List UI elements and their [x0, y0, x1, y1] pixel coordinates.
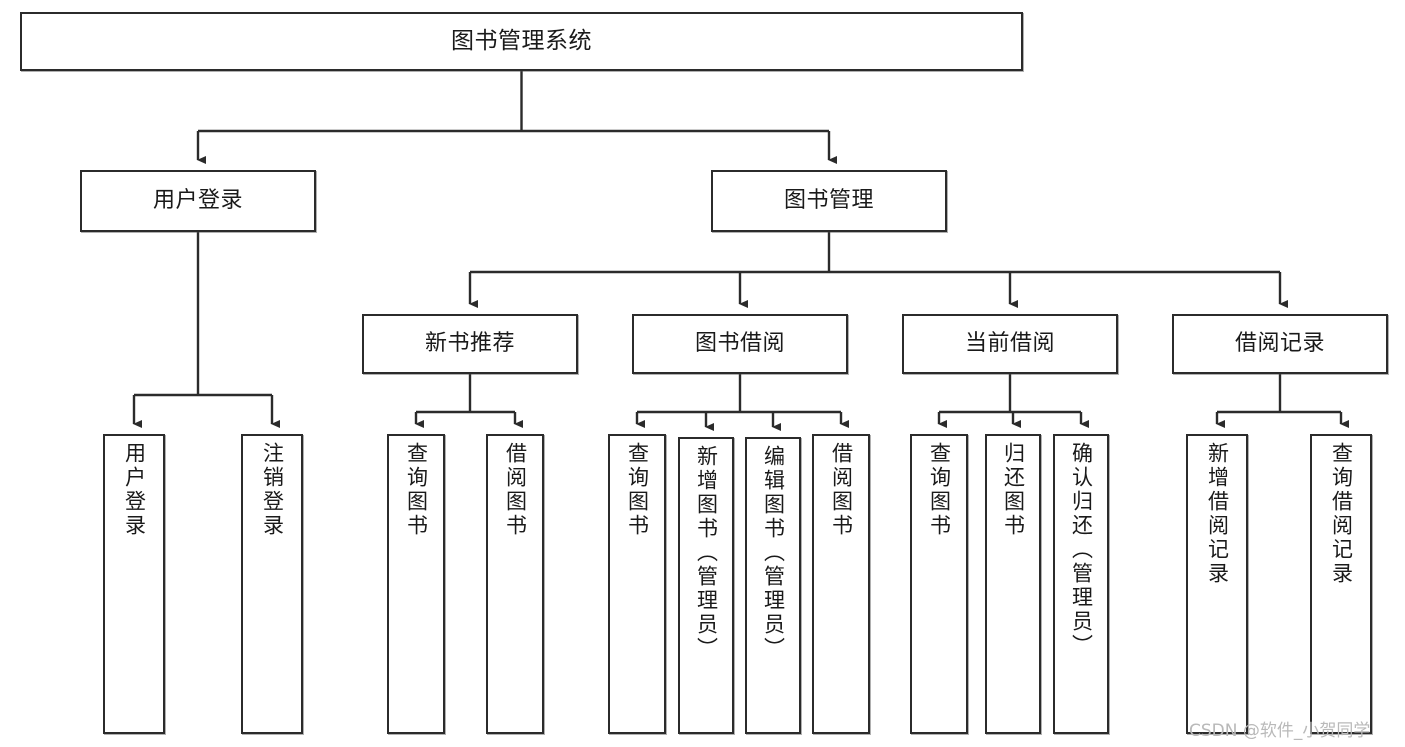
node-root-label: 图书管理系统: [451, 28, 592, 55]
node-leaf-borrow-book-2[interactable]: 借阅图书: [812, 434, 870, 734]
node-leaf-user-login[interactable]: 用户登录: [103, 434, 165, 734]
watermark-label: CSDN @软件_小贺同学: [1189, 721, 1371, 741]
node-leaf-edit-book-admin-label: 编辑图书（管理员）: [761, 445, 786, 661]
node-leaf-query-book-1-label: 查询图书: [404, 442, 429, 538]
node-leaf-borrow-book-1-label: 借阅图书: [503, 442, 528, 538]
node-book-management-label: 图书管理: [783, 187, 874, 213]
node-new-book-recommend[interactable]: 新书推荐: [362, 314, 578, 374]
node-leaf-add-book-admin[interactable]: 新增图书（管理员）: [678, 437, 734, 734]
node-leaf-return-book[interactable]: 归还图书: [985, 434, 1041, 734]
node-leaf-return-book-label: 归还图书: [1001, 442, 1026, 538]
node-book-management[interactable]: 图书管理: [711, 170, 947, 232]
node-leaf-query-borrow-record-label: 查询借阅记录: [1329, 442, 1354, 586]
node-leaf-user-login-label: 用户登录: [122, 442, 147, 538]
node-leaf-query-book-2[interactable]: 查询图书: [608, 434, 666, 734]
node-root[interactable]: 图书管理系统: [20, 12, 1023, 71]
node-leaf-add-borrow-record-label: 新增借阅记录: [1205, 442, 1230, 586]
node-leaf-logout-login-label: 注销登录: [260, 442, 285, 538]
node-new-book-recommend-label: 新书推荐: [424, 330, 515, 356]
node-borrow-record-label: 借阅记录: [1234, 330, 1325, 356]
node-current-borrow[interactable]: 当前借阅: [902, 314, 1118, 374]
node-leaf-confirm-return-admin[interactable]: 确认归还（管理员）: [1053, 434, 1109, 734]
node-leaf-logout-login[interactable]: 注销登录: [241, 434, 303, 734]
node-leaf-confirm-return-admin-label: 确认归还（管理员）: [1069, 442, 1094, 658]
node-user-login-label: 用户登录: [152, 187, 243, 213]
node-leaf-query-borrow-record[interactable]: 查询借阅记录: [1310, 434, 1372, 734]
node-leaf-query-book-3-label: 查询图书: [927, 442, 952, 538]
node-leaf-add-borrow-record[interactable]: 新增借阅记录: [1186, 434, 1248, 734]
node-leaf-query-book-2-label: 查询图书: [625, 442, 650, 538]
node-leaf-add-book-admin-label: 新增图书（管理员）: [694, 445, 719, 661]
node-book-borrow[interactable]: 图书借阅: [632, 314, 848, 374]
node-leaf-borrow-book-2-label: 借阅图书: [829, 442, 854, 538]
node-borrow-record[interactable]: 借阅记录: [1172, 314, 1388, 374]
node-book-borrow-label: 图书借阅: [694, 330, 785, 356]
node-current-borrow-label: 当前借阅: [964, 330, 1055, 356]
node-leaf-query-book-1[interactable]: 查询图书: [387, 434, 445, 734]
node-leaf-edit-book-admin[interactable]: 编辑图书（管理员）: [745, 437, 801, 734]
node-user-login[interactable]: 用户登录: [80, 170, 316, 232]
node-leaf-borrow-book-1[interactable]: 借阅图书: [486, 434, 544, 734]
node-leaf-query-book-3[interactable]: 查询图书: [910, 434, 968, 734]
